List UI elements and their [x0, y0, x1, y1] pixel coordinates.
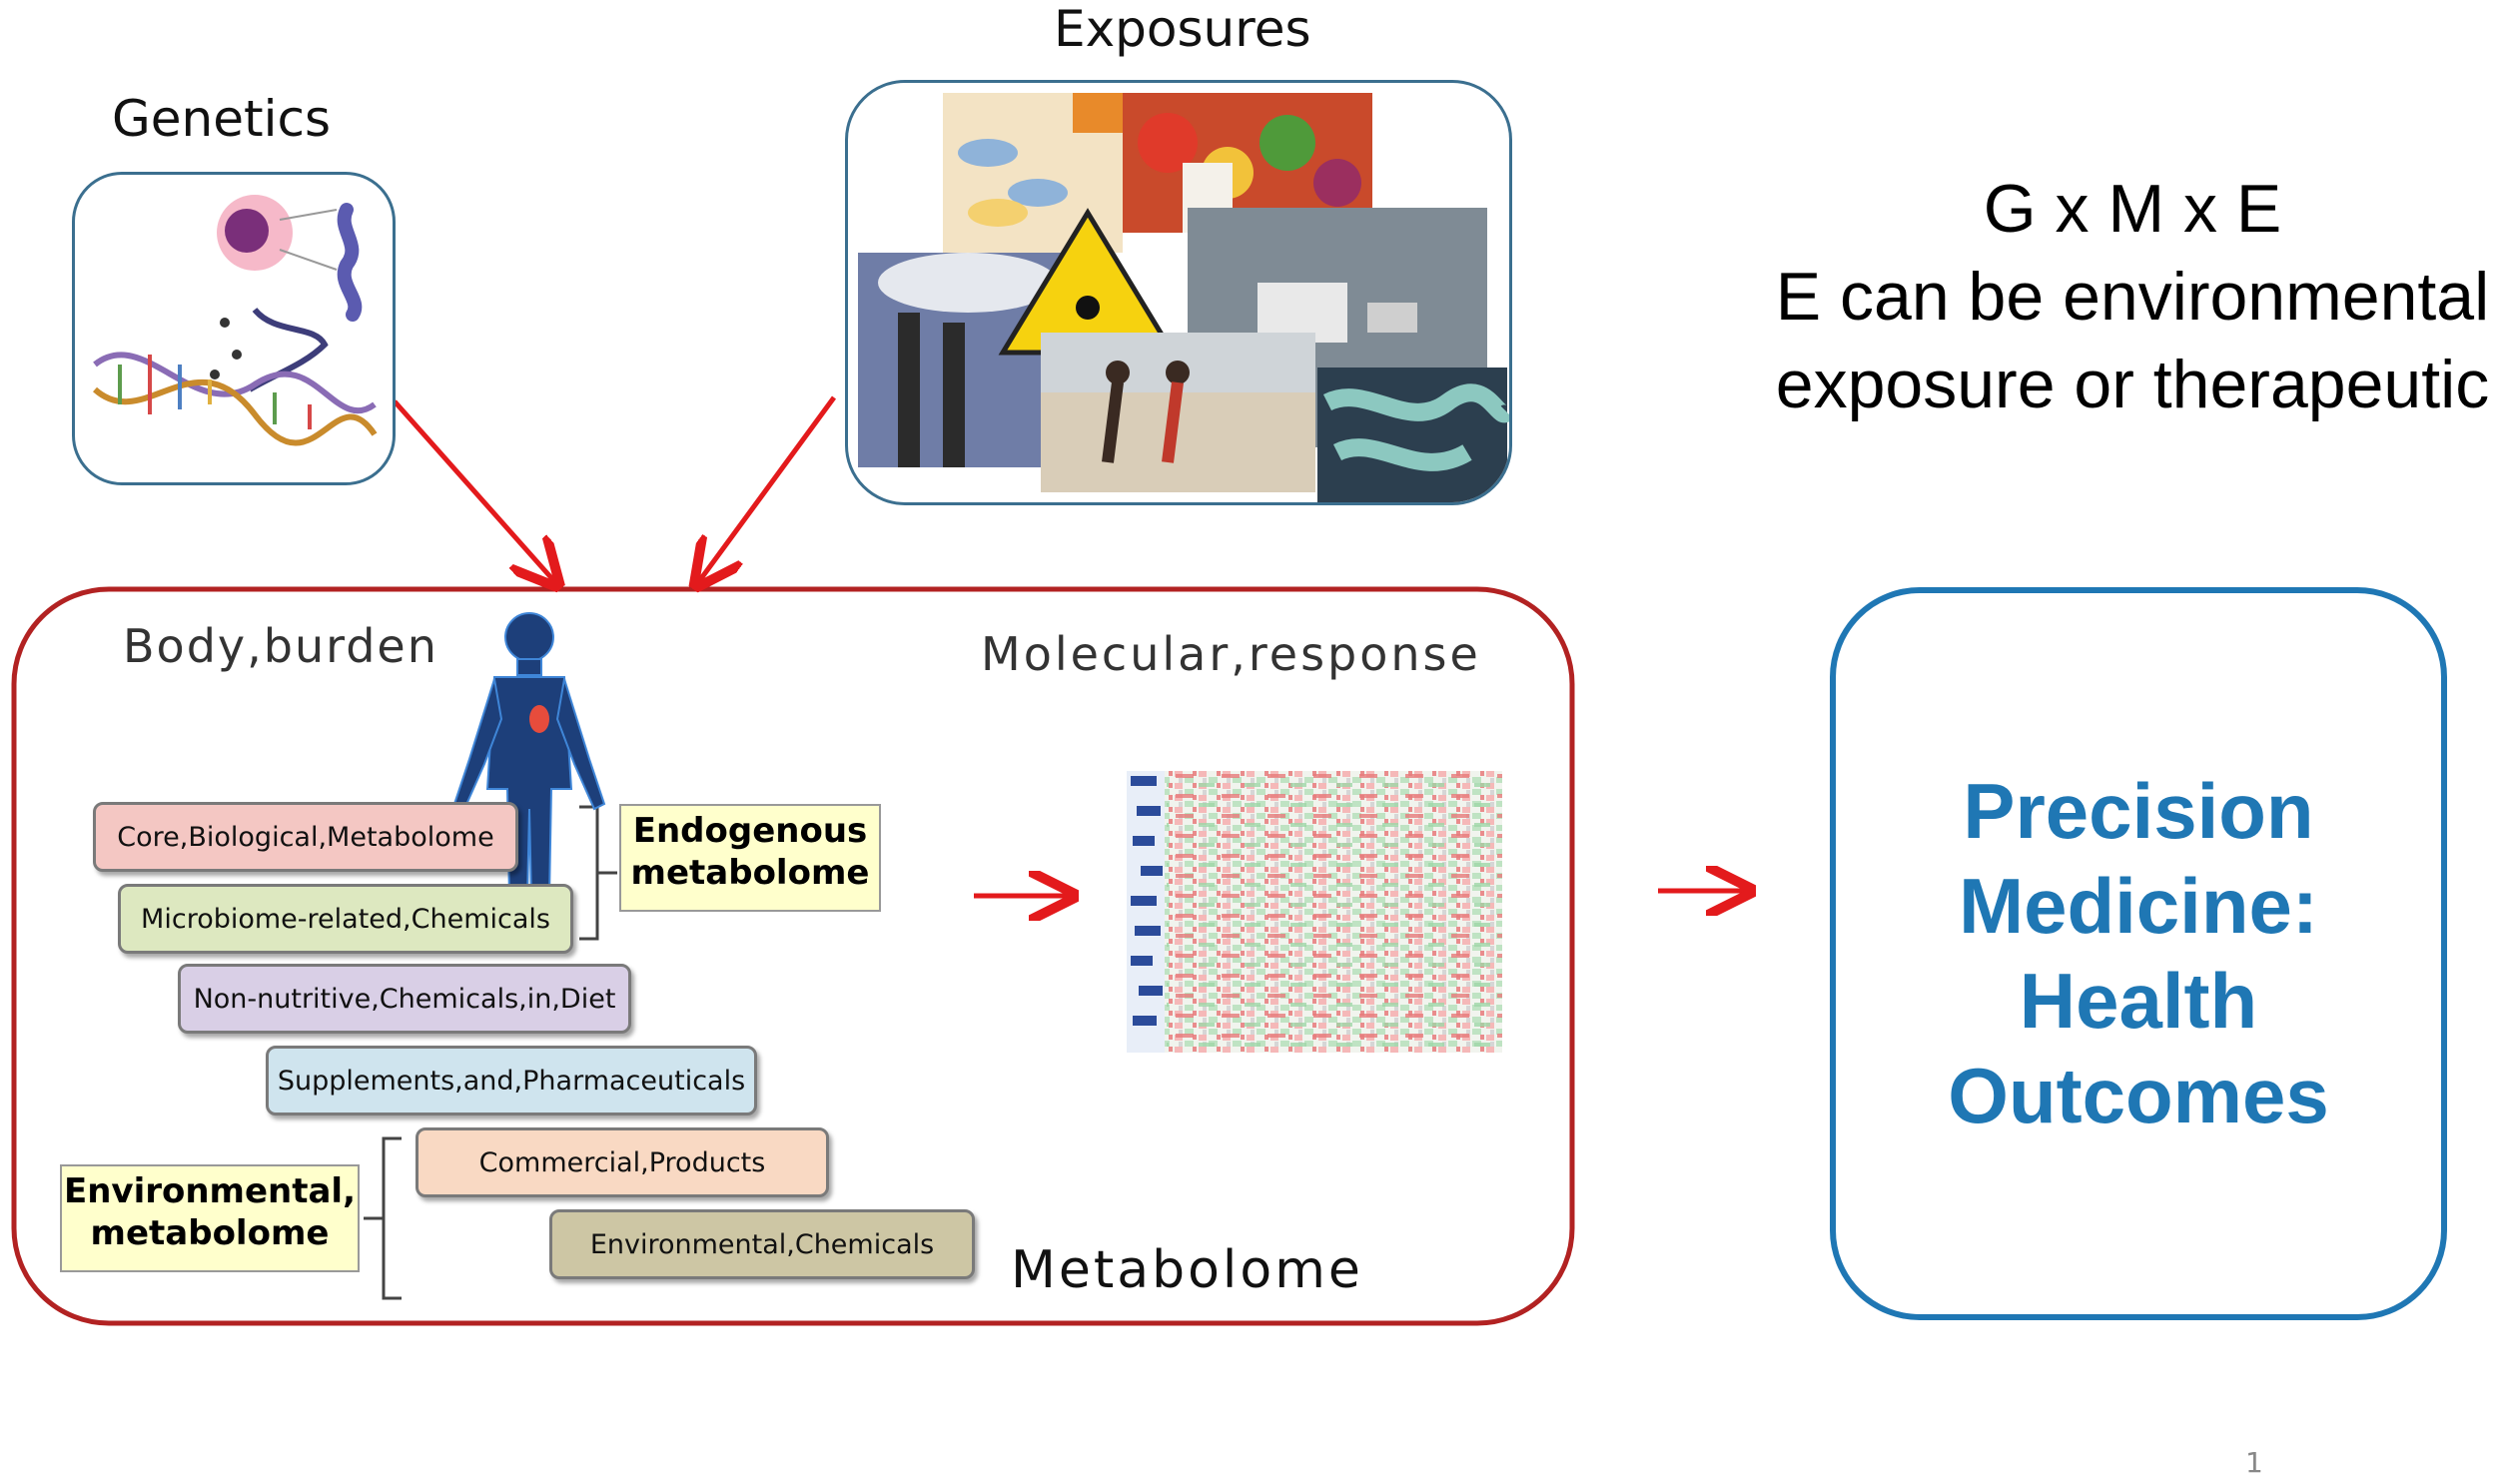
endogenous-bracket	[579, 805, 617, 941]
equation-note-line1: E can be environmental	[1775, 259, 2490, 335]
exposures-collage	[858, 93, 1509, 502]
precision-medicine-outcomes-box: Precision Medicine: Health Outcomes	[1830, 587, 2447, 1320]
exposures-panel	[845, 80, 1512, 505]
page-number: 1	[2245, 1446, 2263, 1479]
gxmxe-equation: G x M x E	[1983, 171, 2282, 247]
outcome-line-3: Health	[2019, 957, 2258, 1045]
layer-supplements-pharmaceuticals: Supplements,and,Pharmaceuticals	[266, 1046, 757, 1115]
dna-chromosome-illustration	[92, 195, 378, 446]
genetics-title: Genetics	[112, 90, 331, 148]
exposures-title: Exposures	[1054, 0, 1311, 58]
outcome-line-2: Medicine:	[1959, 862, 2318, 950]
outcome-line-1: Precision	[1963, 767, 2314, 855]
layer-commercial-products: Commercial,Products	[416, 1127, 829, 1197]
equation-note-line2: exposure or therapeutic	[1775, 347, 2490, 422]
layer-microbiome-related-chemicals: Microbiome‐related,Chemicals	[118, 884, 573, 954]
endogenous-metabolome-callout: Endogenous metabolome	[619, 804, 881, 912]
body-burden-label: Body,burden	[123, 619, 438, 673]
environmental-bracket	[364, 1136, 402, 1300]
environmental-metabolome-callout: Environmental, metabolome	[60, 1164, 360, 1272]
layer-core-biological-metabolome: Core,Biological,Metabolome	[93, 802, 518, 872]
genetics-panel	[72, 172, 396, 485]
exposures-arrow	[699, 395, 837, 581]
outcome-line-4: Outcomes	[1948, 1052, 2329, 1139]
genetics-arrow	[393, 399, 554, 581]
metabolome-label: Metabolome	[1011, 1240, 1363, 1300]
layer-non-nutritive-chemicals: Non‐nutritive,Chemicals,in,Diet	[178, 964, 631, 1034]
molecular-response-label: Molecular,response	[981, 627, 1481, 681]
molecular-response-heatmap	[1127, 771, 1502, 1053]
metabolome-frame	[11, 586, 1575, 1326]
layer-environmental-chemicals: Environmental,Chemicals	[549, 1209, 975, 1279]
